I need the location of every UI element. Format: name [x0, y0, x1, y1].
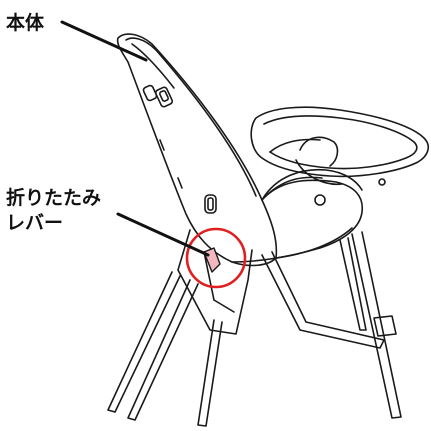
- food-tray: [250, 106, 430, 206]
- tray-clip: [299, 136, 339, 167]
- inner-brace: [261, 251, 385, 349]
- tray-inner: [263, 115, 418, 170]
- body-leader-line: [60, 20, 148, 62]
- front-left-leg: [107, 271, 181, 413]
- leg-joint: [373, 315, 397, 337]
- tray-outer: [250, 106, 430, 178]
- backrest-inner-rim: [125, 37, 257, 197]
- folding-lever-label-line1: 折りたたみ: [6, 187, 102, 209]
- rear-left-leg: [197, 319, 223, 427]
- back-right-leg: [339, 237, 367, 331]
- seat-body: [116, 33, 363, 267]
- side-slot: [204, 194, 217, 214]
- body-label: 本体: [6, 12, 45, 34]
- lever-highlight-circle: [185, 227, 247, 289]
- backrest-outer: [116, 33, 278, 267]
- buckle-upper-right: [154, 86, 174, 108]
- tray-arm: [295, 159, 343, 185]
- front-left-leg-inner: [127, 279, 199, 421]
- folding-lever-label-line2: レバー: [6, 212, 64, 234]
- buckle-upper-left: [142, 84, 158, 102]
- tray-latch: [314, 194, 326, 206]
- chair-legs: [107, 231, 402, 427]
- folding-lever-label: 折りたたみ レバー: [6, 186, 101, 236]
- lever-leader-line: [116, 212, 210, 257]
- seat-pad: [261, 168, 363, 201]
- strap-buckles: [142, 84, 217, 214]
- rear-right-leg: [351, 231, 402, 419]
- seat-hinge-block: [177, 229, 253, 335]
